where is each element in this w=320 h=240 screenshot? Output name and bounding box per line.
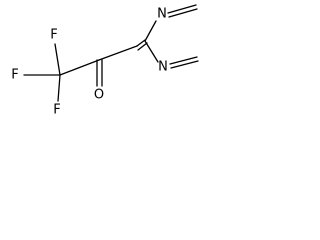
bond-c4-n-lower [144, 40, 159, 63]
bond-n-upper-ch2-b [168, 8, 198, 18]
bond-c1-f-top [54, 43, 61, 76]
chemical-structure-diagram: F F F O N N [11, 4, 199, 118]
atom-nitrogen-upper: N [157, 7, 167, 22]
bond-c1-f-bottom [57, 74, 61, 102]
bond-c3-c4-a [136, 39, 146, 47]
atom-fluorine-top: F [50, 28, 57, 43]
bond-n-lower-ch2-a [169, 56, 198, 65]
bond-c1-c2 [59, 59, 100, 76]
bond-c2-c3 [98, 45, 138, 61]
bond-c4-n-upper [144, 20, 157, 42]
atom-fluorine-bottom: F [53, 103, 60, 118]
atom-oxygen: O [94, 88, 104, 103]
atom-fluorine-left: F [11, 68, 18, 83]
bond-c3-c4-b [137, 42, 148, 51]
bond-n-upper-ch2-a [167, 4, 197, 14]
atom-nitrogen-lower: N [158, 60, 168, 75]
bond-n-lower-ch2-b [170, 60, 199, 69]
